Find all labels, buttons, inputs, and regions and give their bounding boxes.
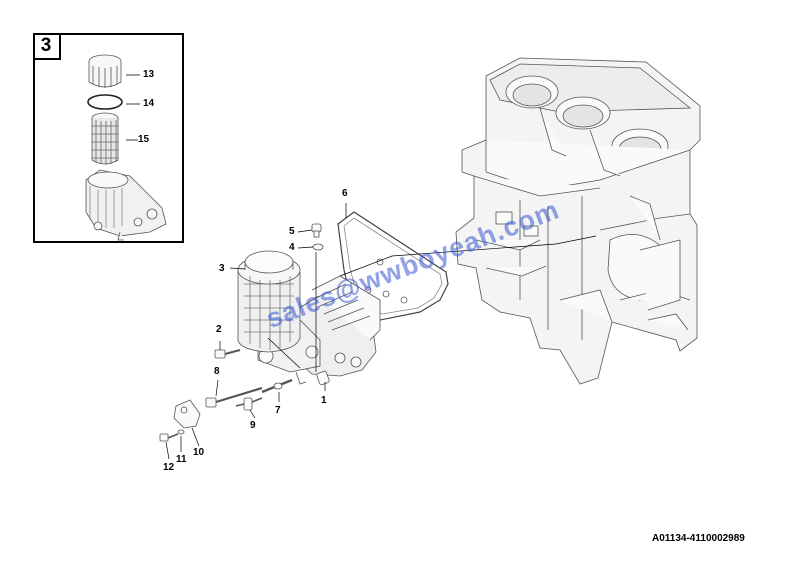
seal-ring-4 xyxy=(312,243,324,251)
callout-3: 3 xyxy=(219,263,225,274)
screw-12 xyxy=(159,433,179,442)
callout-10: 10 xyxy=(193,447,205,458)
callout-7: 7 xyxy=(275,405,281,416)
inset-number: 3 xyxy=(33,33,61,60)
callout-1: 1 xyxy=(321,395,327,406)
bolt-8 xyxy=(205,386,263,408)
callout-14: 14 xyxy=(143,98,155,109)
callout-4: 4 xyxy=(289,242,295,253)
engine-block xyxy=(455,57,701,385)
callout-12: 12 xyxy=(163,462,175,473)
sensor-9 xyxy=(235,397,263,411)
plug-5 xyxy=(311,223,322,238)
washer-11 xyxy=(177,429,185,435)
callout-6: 6 xyxy=(342,188,348,199)
drawing-code: A01134-4110002989 xyxy=(652,533,745,544)
callout-5: 5 xyxy=(289,226,295,237)
callout-11: 11 xyxy=(176,454,187,465)
filter-canister xyxy=(237,250,301,353)
callout-8: 8 xyxy=(214,366,220,377)
callout-2: 2 xyxy=(216,324,222,335)
callout-13: 13 xyxy=(143,69,155,80)
inset-box xyxy=(33,33,184,243)
screw-2 xyxy=(214,349,241,359)
callout-9: 9 xyxy=(250,420,256,431)
pipe-7 xyxy=(261,378,293,394)
bracket-10 xyxy=(173,399,201,429)
inset-drawing xyxy=(85,54,167,241)
callout-15: 15 xyxy=(138,134,150,145)
leader-lines xyxy=(126,74,597,460)
